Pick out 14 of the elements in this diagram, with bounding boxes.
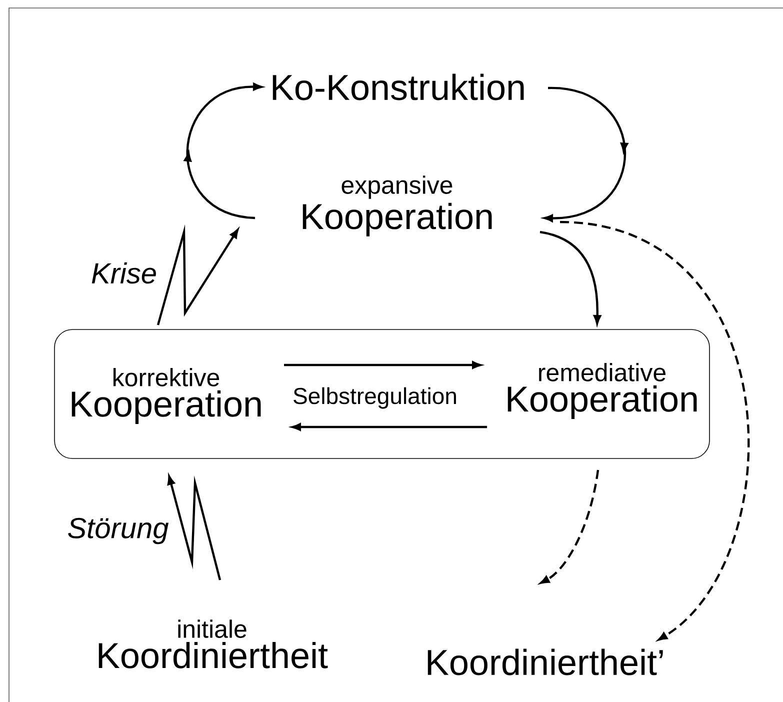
edge-label: Krise	[92, 262, 156, 284]
dashed-arrow	[560, 220, 750, 641]
zigzag-arrow	[167, 475, 222, 580]
node-label: remediative Kooperation	[508, 363, 697, 419]
zigzag-arrow	[156, 224, 238, 326]
node-label: korrektive Kooperation	[72, 368, 261, 424]
node-label: expansive Kooperation	[302, 176, 492, 236]
node-label: Ko-Konstruktion	[272, 74, 524, 100]
rounded-box	[54, 329, 710, 459]
node-label: Koordiniertheit’	[428, 648, 663, 676]
edge-label: Selbstregulation	[294, 387, 456, 409]
node-label: initiale Koordiniertheit	[98, 620, 328, 668]
edge-label: Störung	[68, 518, 169, 544]
dashed-arrow	[540, 470, 600, 584]
